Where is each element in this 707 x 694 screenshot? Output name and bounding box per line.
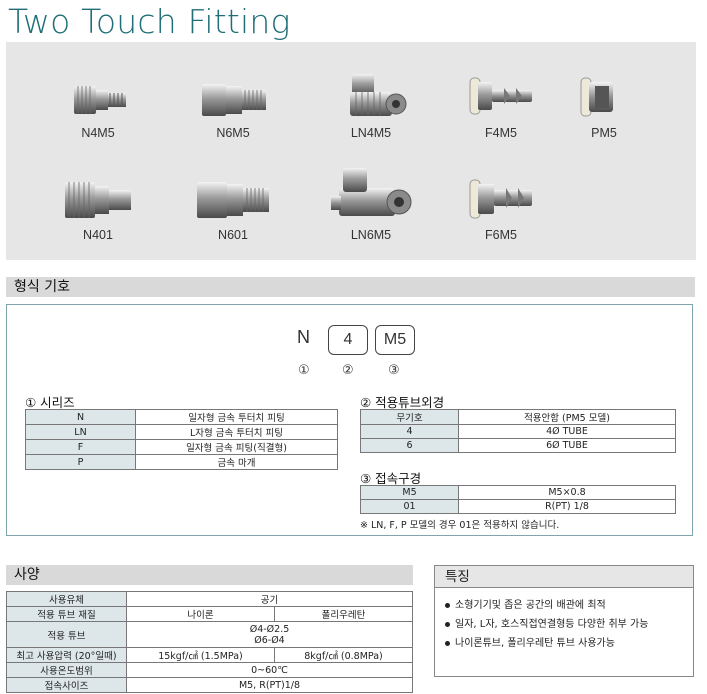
list-item: 일자, L자, 호스직접연결형등 다양한 취부 가능 [445,615,693,634]
model-code-box: N 4 M5 ① ② ③ ① 시리즈 N 일자형 금속 투터치 피팅 LN L자… [6,304,693,536]
table-row: LN L자형 금속 투터치 피팅 [25,424,338,440]
features-list: 소형기기및 좁은 공간의 배관에 최적 일자, L자, 호스직접연결형등 다양한… [435,588,693,653]
code-series: N [297,327,310,347]
fitting-hose-icon [469,179,532,219]
product-label: N4M5 [81,126,115,140]
table-row: 무기호 적용안함 (PM5 모델) [360,409,676,425]
port-note: ※ LN, F, P 모델의 경우 01은 적용하지 않습니다. [360,520,560,531]
fitting-elbow-icon [350,74,407,116]
table-row: N 일자형 금속 투터치 피팅 [25,409,338,425]
table-row: 4 4Ø TUBE [360,424,676,439]
product-n6m5: N6M5 [178,76,288,140]
list-item: 소형기기및 좁은 공간의 배관에 최적 [445,596,693,615]
table-row: P 금속 마개 [25,454,338,470]
port-title: ③ 접속구경 [360,471,422,486]
product-f4m5: F4M5 [446,72,556,140]
product-label: LN6M5 [350,228,392,242]
product-label: N401 [83,228,113,242]
port-table: M5 M5×0.8 01 R(PT) 1/8 [360,485,676,514]
tube-size-2: Ø6-Ø4 [254,634,285,646]
features-heading: 특징 [435,566,693,588]
table-row: 6 6Ø TUBE [360,438,676,453]
bullet-icon [445,602,450,608]
product-label: F6M5 [485,228,517,242]
fitting-elbow-icon [331,168,412,216]
fitting-straight-icon [202,84,266,116]
code-size-box: 4 [328,325,368,355]
product-label: N601 [218,228,248,242]
plug-icon [580,77,613,117]
section-heading-spec: 사양 [6,565,413,585]
list-item: 나이론튜브, 폴리우레탄 튜브 사용가능 [445,634,693,653]
page-title: Two Touch Fitting [8,2,291,41]
code-thread-box: M5 [375,325,415,355]
section-heading-model: 형식 기호 [6,277,695,297]
table-row: 최고 사용압력 (20°일때) 15kgf/㎠ (1.5MPa) 8kgf/㎠ … [6,647,414,663]
table-row: F 일자형 금속 피팅(직결형) [25,439,338,455]
product-n401: N401 [43,174,153,242]
table-row: 적용 튜브 재질 나이론 폴리우레탄 [6,606,414,622]
fitting-straight-icon [197,182,269,218]
product-gallery: N4M5 N6M5 LN4M5 F4M5 [6,42,696,260]
product-label: N6M5 [216,126,250,140]
product-n4m5: N4M5 [43,76,153,140]
bullet-icon [445,640,450,646]
product-n601: N601 [178,174,288,242]
product-f6m5: F6M5 [446,174,556,242]
product-label: F4M5 [485,126,517,140]
marker-3: ③ [388,363,400,378]
product-ln6m5: LN6M5 [316,164,426,242]
marker-2: ② [342,363,354,378]
features-box: 특징 소형기기및 좁은 공간의 배관에 최적 일자, L자, 호스직접연결형등 … [434,565,694,677]
table-row: 적용 튜브 Ø4-Ø2.5 Ø6-Ø4 [6,621,413,648]
table-row: 사용유체 공기 [6,591,413,607]
spec-table: 사용유체 공기 적용 튜브 재질 나이론 폴리우레탄 적용 튜브 Ø4-Ø2.5… [6,591,414,693]
product-label: LN4M5 [350,126,392,140]
fitting-straight-icon [65,182,131,218]
table-row: M5 M5×0.8 [360,485,676,500]
bullet-icon [445,621,450,627]
table-row: 01 R(PT) 1/8 [360,499,676,514]
table-row: 접속사이즈 M5, R(PT)1/8 [6,677,413,693]
marker-1: ① [298,363,310,378]
table-row: 사용온도범위 0~60℃ [6,662,413,678]
series-title: ① 시리즈 [25,395,75,410]
tube-title: ② 적용튜브외경 [360,395,445,410]
product-pm5: PM5 [549,72,659,140]
product-ln4m5: LN4M5 [316,70,426,140]
fitting-straight-icon [74,86,126,114]
product-label: PM5 [591,126,617,140]
series-table: N 일자형 금속 투터치 피팅 LN L자형 금속 투터치 피팅 F 일자형 금… [25,409,338,470]
fitting-hose-icon [469,77,532,115]
tube-size-1: Ø4-Ø2.5 [249,623,290,635]
tube-table: 무기호 적용안함 (PM5 모델) 4 4Ø TUBE 6 6Ø TUBE [360,409,676,453]
